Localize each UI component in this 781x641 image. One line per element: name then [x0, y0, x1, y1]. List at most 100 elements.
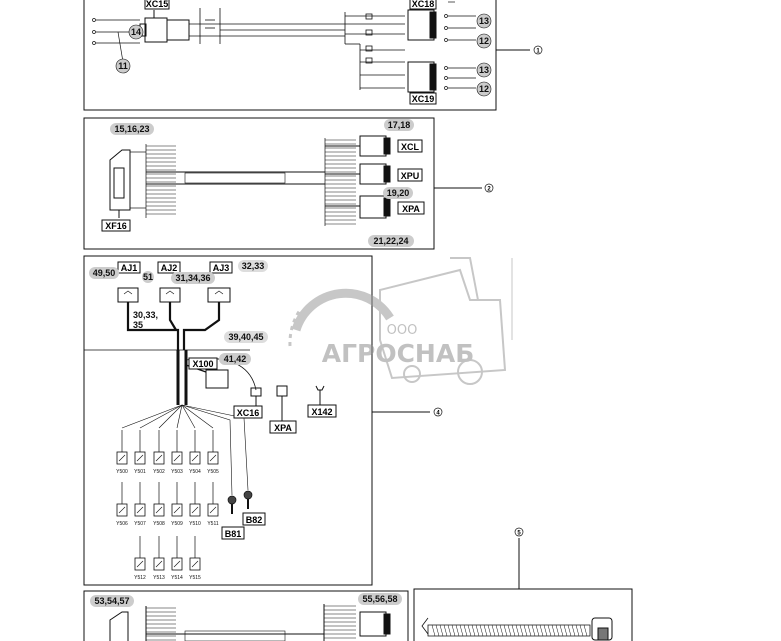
valve-y502[interactable]: Y502: [153, 430, 165, 475]
fanout-branch: [139, 404, 183, 429]
callout-55-56-58: 55,56,58: [362, 594, 397, 604]
agrosnab-watermark: ООО АГРОСНАБ: [288, 257, 513, 385]
valve-label: Y504: [189, 469, 201, 475]
cable-spiral-wrap: [487, 624, 492, 637]
valve-y507[interactable]: Y507: [134, 482, 146, 527]
cable-spiral-wrap: [547, 624, 552, 637]
valve-label: Y513: [153, 575, 165, 581]
cable-spiral-wrap: [451, 624, 456, 637]
speed-sensor[interactable]: [227, 495, 237, 514]
cable-spiral-wrap: [535, 624, 540, 637]
cable-spiral-wrap: [507, 624, 512, 637]
valve-y508[interactable]: Y508: [153, 482, 165, 527]
harness-block-6[interactable]: [83, 590, 409, 641]
svg-text:14: 14: [131, 27, 141, 37]
cable-spiral-wrap: [503, 624, 508, 637]
aj2-label: AJ2: [161, 263, 178, 273]
xf16-connector[interactable]: [109, 149, 131, 211]
block-2-left-comb: [130, 144, 147, 218]
callout-12-bottom: 12: [476, 81, 492, 97]
block-2-comb-teeth: [146, 139, 356, 225]
block-4-fanout: [121, 404, 253, 514]
valve-y506[interactable]: Y506: [116, 482, 128, 527]
callout-14: 14: [128, 24, 144, 40]
speed-sensor[interactable]: [243, 490, 253, 509]
svg-text:2: 2: [487, 187, 491, 193]
valve-y513[interactable]: Y513: [153, 536, 165, 581]
xc16-label: XC16: [237, 408, 260, 418]
x100-label: X100: [192, 359, 213, 369]
cable-spiral-wrap: [499, 624, 504, 637]
svg-text:11: 11: [118, 61, 128, 71]
watermark-line-1: ООО: [387, 323, 418, 338]
valve-y510[interactable]: Y510: [189, 482, 201, 527]
block-5-frame: [413, 588, 633, 641]
valve-y505[interactable]: Y505: [207, 430, 219, 475]
harness-block-4[interactable]: [83, 255, 430, 586]
valve-label: Y512: [134, 575, 146, 581]
callout-41-42: 41,42: [224, 354, 247, 364]
valve-label: Y508: [153, 521, 165, 527]
cable-spiral-wrap: [439, 624, 444, 637]
cable-spiral-wrap: [491, 624, 496, 637]
valve-label: Y502: [153, 469, 165, 475]
x100-connector[interactable]: [205, 369, 229, 389]
valve-y515[interactable]: Y515: [189, 536, 201, 581]
cable-spiral-wrap: [559, 624, 564, 637]
harness-block-2[interactable]: [83, 117, 482, 250]
cable-spiral-wrap: [479, 624, 484, 637]
cable-spiral-wrap: [463, 624, 468, 637]
valve-y512[interactable]: Y512: [134, 536, 146, 581]
cable-spiral-wrap: [447, 624, 452, 637]
callout-35: 35: [133, 320, 143, 330]
svg-text:1: 1: [536, 49, 540, 55]
fanout-branch: [176, 404, 183, 429]
callout-49-50: 49,50: [93, 268, 116, 278]
fanout-branch: [181, 404, 214, 429]
valve-y509[interactable]: Y509: [171, 482, 183, 527]
ref-marker-2: 2: [484, 183, 494, 193]
block-2-frame: [83, 117, 435, 250]
block-2-cable-sleeve: [184, 172, 286, 184]
svg-text:5: 5: [517, 531, 521, 537]
harness-block-1[interactable]: [83, 0, 530, 111]
fanout-branch: [181, 404, 196, 429]
cable-spiral-wrap: [467, 624, 472, 637]
callout-30-33: 30,33,: [133, 310, 158, 320]
valve-label: Y509: [171, 521, 183, 527]
valve-label: Y505: [207, 469, 219, 475]
xpu-label: XPU: [401, 171, 420, 181]
cable-spiral-wrap: [435, 624, 440, 637]
svg-text:4: 4: [436, 411, 440, 417]
block-2-labels: XF16 XCL XPU XPA 15,16,23 17,18 19,20 21…: [101, 119, 494, 247]
ref-marker-4: 4: [433, 407, 443, 417]
valve-y511[interactable]: Y511: [207, 482, 219, 527]
cable-spiral-wrap: [483, 624, 488, 637]
valve-y503[interactable]: Y503: [171, 430, 183, 475]
cable-spiral-wrap: [511, 624, 516, 637]
xc18-label: XC18: [412, 0, 435, 9]
valve-y514[interactable]: Y514: [171, 536, 183, 581]
cable-spiral-wrap: [567, 624, 572, 637]
cable-spiral-wrap: [455, 624, 460, 637]
callout-39-40-45: 39,40,45: [228, 332, 263, 342]
fanout-branch: [181, 404, 233, 496]
watermark-line-2: АГРОСНАБ: [322, 339, 475, 368]
xc15-label: XC15: [146, 0, 169, 9]
block-6-frame: [83, 590, 409, 641]
b82-label: B82: [246, 515, 263, 525]
valve-y500[interactable]: Y500: [116, 430, 128, 475]
cable-spiral-wrap: [515, 624, 520, 637]
xcl-label: XCL: [401, 142, 420, 152]
callout-15-16-23: 15,16,23: [114, 124, 149, 134]
harness-block-5[interactable]: [413, 538, 633, 641]
valve-label: Y503: [171, 469, 183, 475]
cable-spiral-wrap: [571, 624, 576, 637]
valve-y504[interactable]: Y504: [189, 430, 201, 475]
svg-text:13: 13: [479, 65, 489, 75]
valve-y501[interactable]: Y501: [134, 430, 146, 475]
b81-label: B81: [225, 529, 242, 539]
ref-marker-5: 5: [514, 527, 524, 537]
x142-label: X142: [311, 407, 332, 417]
